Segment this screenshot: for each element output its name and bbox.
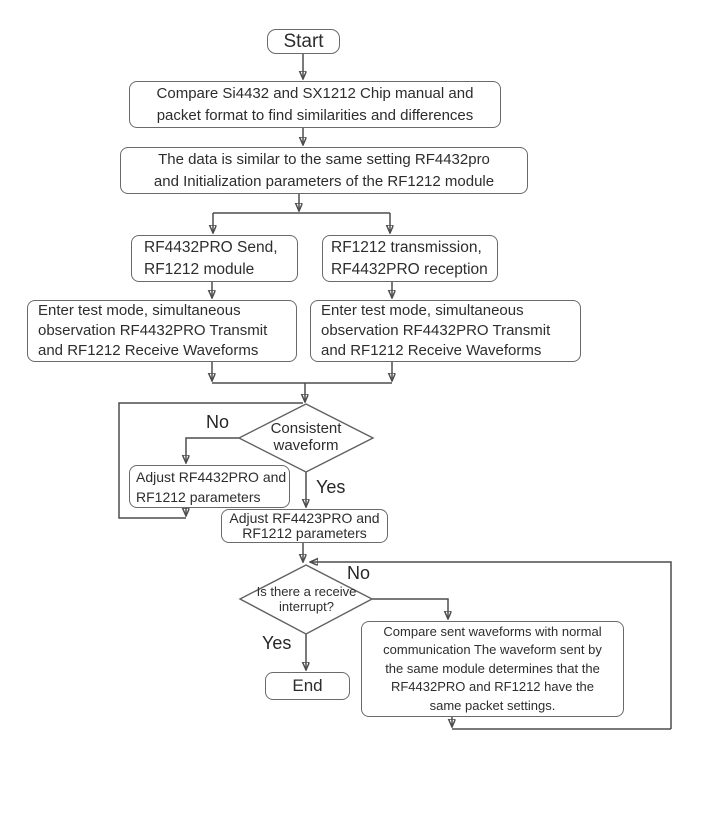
edge-label-no-2: No	[347, 563, 371, 583]
receive-interrupt-diamond	[238, 564, 374, 635]
consistent-waveform-label: Consistent waveform	[270, 420, 342, 454]
test-mode-right-node: Enter test mode, simultaneous observatio…	[310, 300, 581, 362]
receive-interrupt-label: Is there a receive interrupt?	[256, 584, 357, 614]
edge-label-yes-1: Yes	[316, 477, 346, 497]
start-node: Start	[267, 29, 340, 54]
connector-lines	[118, 53, 672, 730]
consistent-waveform-diamond	[237, 403, 375, 473]
edge-label-yes-2: Yes	[262, 633, 292, 653]
init-params-node: The data is similar to the same setting …	[120, 147, 528, 194]
decision-shapes	[237, 403, 375, 635]
rf4432-send-node: RF4432PRO Send, RF1212 module	[131, 235, 298, 282]
compare-waveforms-node: Compare sent waveforms with normal commu…	[361, 621, 624, 717]
adjust-center-node: Adjust RF4423PRO and RF1212 parameters	[221, 509, 388, 543]
test-mode-left-node: Enter test mode, simultaneous observatio…	[27, 300, 297, 362]
rf1212-send-node: RF1212 transmission, RF4432PRO reception	[322, 235, 498, 282]
edge-label-no-1: No	[206, 412, 230, 432]
compare-chips-node: Compare Si4432 and SX1212 Chip manual an…	[129, 81, 501, 128]
adjust-left-node: Adjust RF4432PRO and RF1212 parameters	[129, 465, 290, 508]
end-node: End	[265, 672, 350, 700]
